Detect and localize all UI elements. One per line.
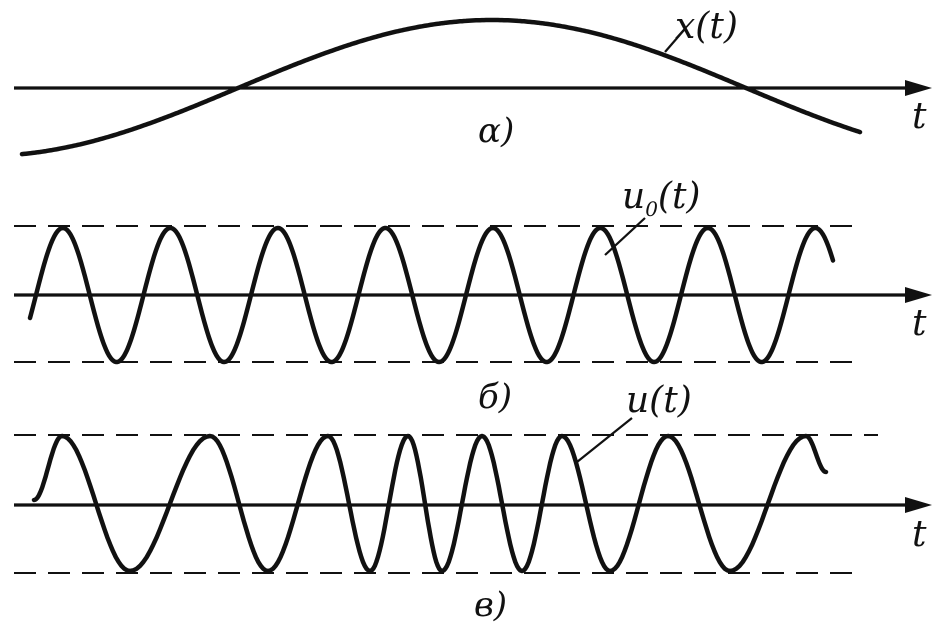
panel-a-caption: α)	[478, 111, 514, 151]
panel-b: u0(t) t б)	[14, 176, 932, 417]
panel-a-modulating-signal-curve	[19, 17, 863, 157]
panel-c-curve-label: u(t)	[626, 380, 692, 421]
panel-c-caption: в)	[474, 585, 507, 625]
panel-b-axis-label: t	[912, 303, 927, 344]
panel-b-axis-arrowhead	[905, 287, 932, 303]
panel-c-fm-signal-curve	[31, 433, 829, 574]
panel-b-curve-label-subscript: 0	[645, 197, 658, 221]
panel-a: x(t) t α)	[14, 6, 932, 157]
panel-a-axis-label: t	[912, 96, 927, 137]
panel-b-label-leader	[604, 217, 646, 256]
panel-c-axis-label: t	[912, 514, 927, 555]
panel-c-axis-arrowhead	[905, 497, 932, 513]
panel-a-curve-label: x(t)	[675, 6, 738, 47]
panel-b-curve-label-main: u	[622, 176, 645, 217]
panel-a-label-leader	[664, 29, 685, 53]
panel-b-caption: б)	[478, 377, 512, 417]
panel-b-curve-label: u0(t)	[622, 176, 700, 221]
panel-b-curve-label-arg: (t)	[658, 176, 701, 217]
panel-c-label-leader	[576, 417, 633, 463]
panel-c: u(t) t в)	[14, 380, 932, 625]
panel-b-carrier-wave-curve	[27, 225, 836, 365]
panel-a-axis-arrowhead	[905, 80, 932, 96]
